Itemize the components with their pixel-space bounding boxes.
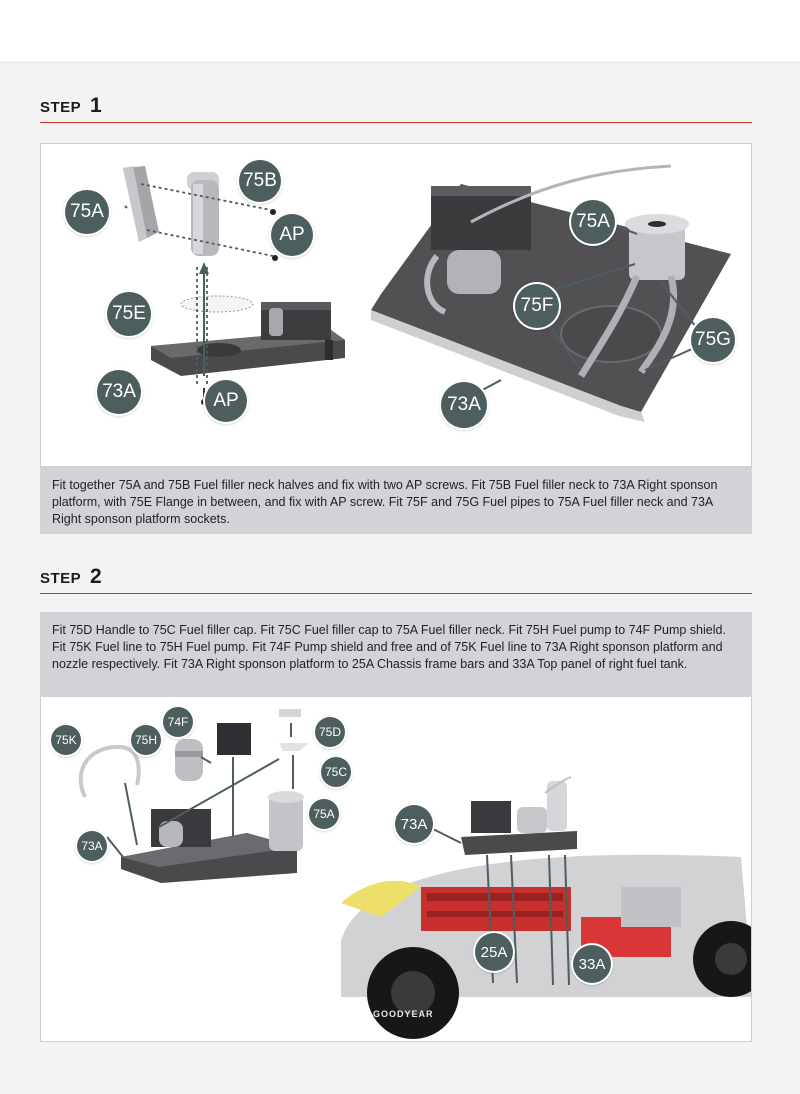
callout-75e: 75E (107, 292, 151, 336)
step2-word: STEP (40, 570, 82, 587)
callout-75h: 75H (131, 725, 161, 755)
filler-cap-75c (279, 743, 309, 751)
pump-shield-74f (217, 723, 251, 755)
callout-75f: 75F (515, 284, 559, 328)
callout-73a-step2-left: 73A (77, 831, 107, 861)
step2-number: 2 (90, 565, 102, 588)
callout-75c: 75C (321, 757, 351, 787)
step1-caption: Fit together 75A and 75B Fuel filler nec… (40, 467, 752, 534)
fuel-pipe-75g (638, 275, 678, 375)
step1-word: STEP (40, 99, 82, 116)
callout-73a-right: 73A (441, 382, 487, 428)
callout-75a-right: 75A (571, 200, 615, 244)
callout-74f: 74F (163, 707, 193, 737)
neck-75a-step2 (269, 795, 303, 851)
callout-73a-step2-car: 73A (395, 805, 433, 843)
callout-75d: 75D (315, 717, 345, 747)
callout-75a-step2: 75A (309, 799, 339, 829)
top-band (0, 0, 800, 63)
callout-75k: 75K (51, 725, 81, 755)
step2-illustration: GOODYEAR 75K 75H 74F 75D 75C 75A 73A 73A… (40, 696, 752, 1042)
callout-25a: 25A (475, 933, 513, 971)
neck-75a-assembled (629, 220, 685, 280)
step1-illustration: 75A 75B AP 75E 73A AP 75A 75F 75G 73A (40, 143, 752, 467)
callout-73a-left: 73A (97, 370, 141, 414)
callout-33a: 33A (573, 945, 611, 983)
car-yellow-nose (341, 880, 421, 917)
fuel-pump-right (447, 250, 501, 294)
step2-caption: Fit 75D Handle to 75C Fuel filler cap. F… (40, 612, 752, 696)
tyre-brand-text: GOODYEAR (373, 1009, 434, 1019)
step2-heading: STEP 2 (40, 563, 752, 594)
step1-heading: STEP 1 (40, 92, 752, 123)
step2-drawing (78, 709, 751, 1039)
callout-75b: 75B (239, 160, 281, 202)
callout-75g: 75G (691, 318, 735, 362)
step1-number: 1 (90, 94, 102, 117)
callout-75a-left: 75A (65, 190, 109, 234)
callout-ap-bottom: AP (205, 380, 247, 422)
fuel-pump-75h (175, 739, 203, 781)
flange-75e (180, 295, 254, 313)
handle-75d (279, 709, 301, 717)
fuel-line-75k (78, 744, 141, 798)
callout-ap-top: AP (271, 214, 313, 256)
fuel-pipe-75f (578, 274, 641, 378)
